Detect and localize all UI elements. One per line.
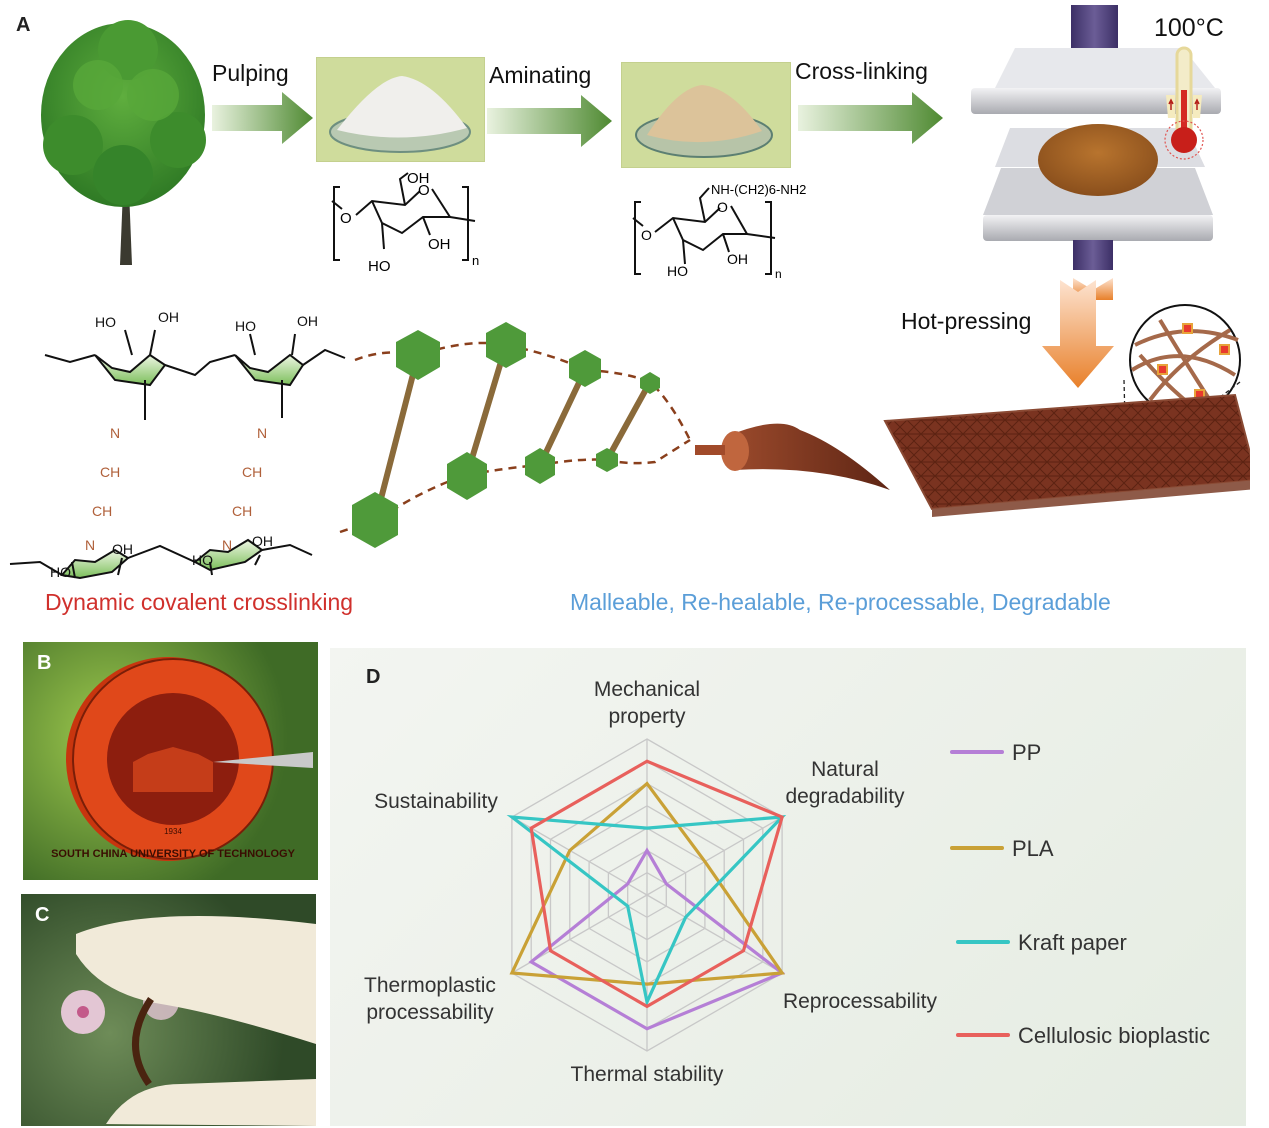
atom-label: OH bbox=[428, 236, 451, 253]
panel-b-letter: B bbox=[37, 652, 52, 674]
axis-label: Reprocessability bbox=[783, 990, 938, 1013]
axis-label: Mechanical bbox=[594, 678, 700, 701]
atom-label: OH bbox=[158, 309, 179, 325]
atom-label: OH bbox=[727, 251, 748, 267]
cellulose-structure: O O OH OH HO n bbox=[331, 170, 479, 275]
atom-label: O bbox=[717, 199, 728, 215]
panel-a-letter: A bbox=[16, 14, 31, 36]
atom-label: O bbox=[641, 227, 652, 243]
disc-text: SOUTH CHINA UNIVERSITY OF TECHNOLOGY bbox=[51, 848, 296, 860]
thermometer-icon bbox=[1164, 46, 1204, 160]
amine-chain-label: NH-(CH2)6-NH2 bbox=[711, 182, 806, 197]
axis-label: degradability bbox=[785, 785, 905, 808]
tree-icon bbox=[41, 20, 206, 265]
aminated-cellulose-structure: NH-(CH2)6-NH2 O O OH HO n bbox=[632, 182, 806, 280]
caption-dynamic-covalent: Dynamic covalent crosslinking bbox=[45, 589, 354, 615]
atom-label: OH bbox=[112, 541, 133, 557]
atom-label: HO bbox=[192, 552, 213, 568]
atom-label: OH bbox=[252, 533, 273, 549]
imine-label: CH bbox=[92, 503, 112, 519]
atom-label: HO bbox=[50, 564, 71, 580]
atom-label: OH bbox=[407, 170, 430, 187]
axis-label: Thermal stability bbox=[571, 1063, 724, 1086]
legend-label: Kraft paper bbox=[1018, 930, 1127, 955]
axis-label: Sustainability bbox=[374, 790, 498, 813]
grid-spoke bbox=[646, 816, 783, 896]
hot-pressing-down-arrow bbox=[1042, 280, 1114, 388]
process-arrow-pulping bbox=[212, 92, 313, 144]
atom-label: n bbox=[775, 267, 782, 280]
step-label-cross-linking: Cross-linking bbox=[795, 58, 928, 84]
atom-label: OH bbox=[297, 313, 318, 329]
imine-label: N bbox=[85, 537, 95, 553]
photo-flexible-film: C bbox=[21, 894, 316, 1126]
grid-spoke bbox=[511, 816, 648, 896]
cellulose-powder-photo bbox=[316, 57, 485, 162]
axis-label: processability bbox=[366, 1001, 494, 1024]
series-pla bbox=[509, 781, 785, 986]
grid-spoke bbox=[646, 894, 783, 974]
imine-label: CH bbox=[100, 464, 120, 480]
network-magnification-inset bbox=[1123, 304, 1241, 461]
imine-label: CH bbox=[242, 464, 262, 480]
legend-label: PLA bbox=[1012, 836, 1054, 861]
imine-label: N bbox=[257, 425, 267, 441]
atom-label: HO bbox=[667, 263, 688, 279]
dynamic-crosslink-structure: HO OH HO OH OH HO OH HO N CH CH N N CH C… bbox=[9, 309, 692, 580]
panel-d-letter: D bbox=[366, 666, 381, 688]
axis-label: Natural bbox=[811, 758, 879, 781]
panel-c-letter: C bbox=[35, 904, 50, 926]
axis-label: property bbox=[608, 705, 686, 728]
series-pp bbox=[528, 847, 786, 1031]
imine-label: N bbox=[222, 537, 232, 553]
process-arrow-cross-linking bbox=[798, 92, 943, 144]
process-arrow-aminating bbox=[487, 95, 612, 147]
imine-label: N bbox=[110, 425, 120, 441]
bioplastic-film-illustration bbox=[695, 393, 1250, 517]
axis-label: Thermoplastic bbox=[364, 974, 496, 997]
photo-bioplastic-disc: B SOUTH CHINA UNIVERSITY OF TECHNOLOGY 1… bbox=[23, 642, 318, 880]
atom-label: HO bbox=[235, 318, 256, 334]
legend-label: Cellulosic bioplastic bbox=[1018, 1023, 1210, 1048]
series-cellulosic-bioplastic bbox=[529, 759, 785, 1009]
imine-label: CH bbox=[232, 503, 252, 519]
atom-label: HO bbox=[95, 314, 116, 330]
atom-label: O bbox=[340, 210, 352, 227]
hot-pressing-label: Hot-pressing bbox=[901, 308, 1032, 334]
hot-press-illustration bbox=[971, 5, 1221, 300]
legend-label: PP bbox=[1012, 740, 1041, 765]
step-label-pulping: Pulping bbox=[212, 60, 289, 86]
temperature-label: 100°C bbox=[1154, 14, 1224, 42]
caption-properties: Malleable, Re-healable, Re-processable, … bbox=[570, 589, 1111, 615]
disc-year: 1934 bbox=[164, 827, 182, 836]
atom-label: O bbox=[418, 182, 430, 199]
step-label-aminating: Aminating bbox=[489, 62, 592, 88]
atom-label: HO bbox=[368, 258, 391, 275]
aminated-cellulose-photo bbox=[621, 62, 791, 168]
atom-label: n bbox=[472, 253, 479, 268]
